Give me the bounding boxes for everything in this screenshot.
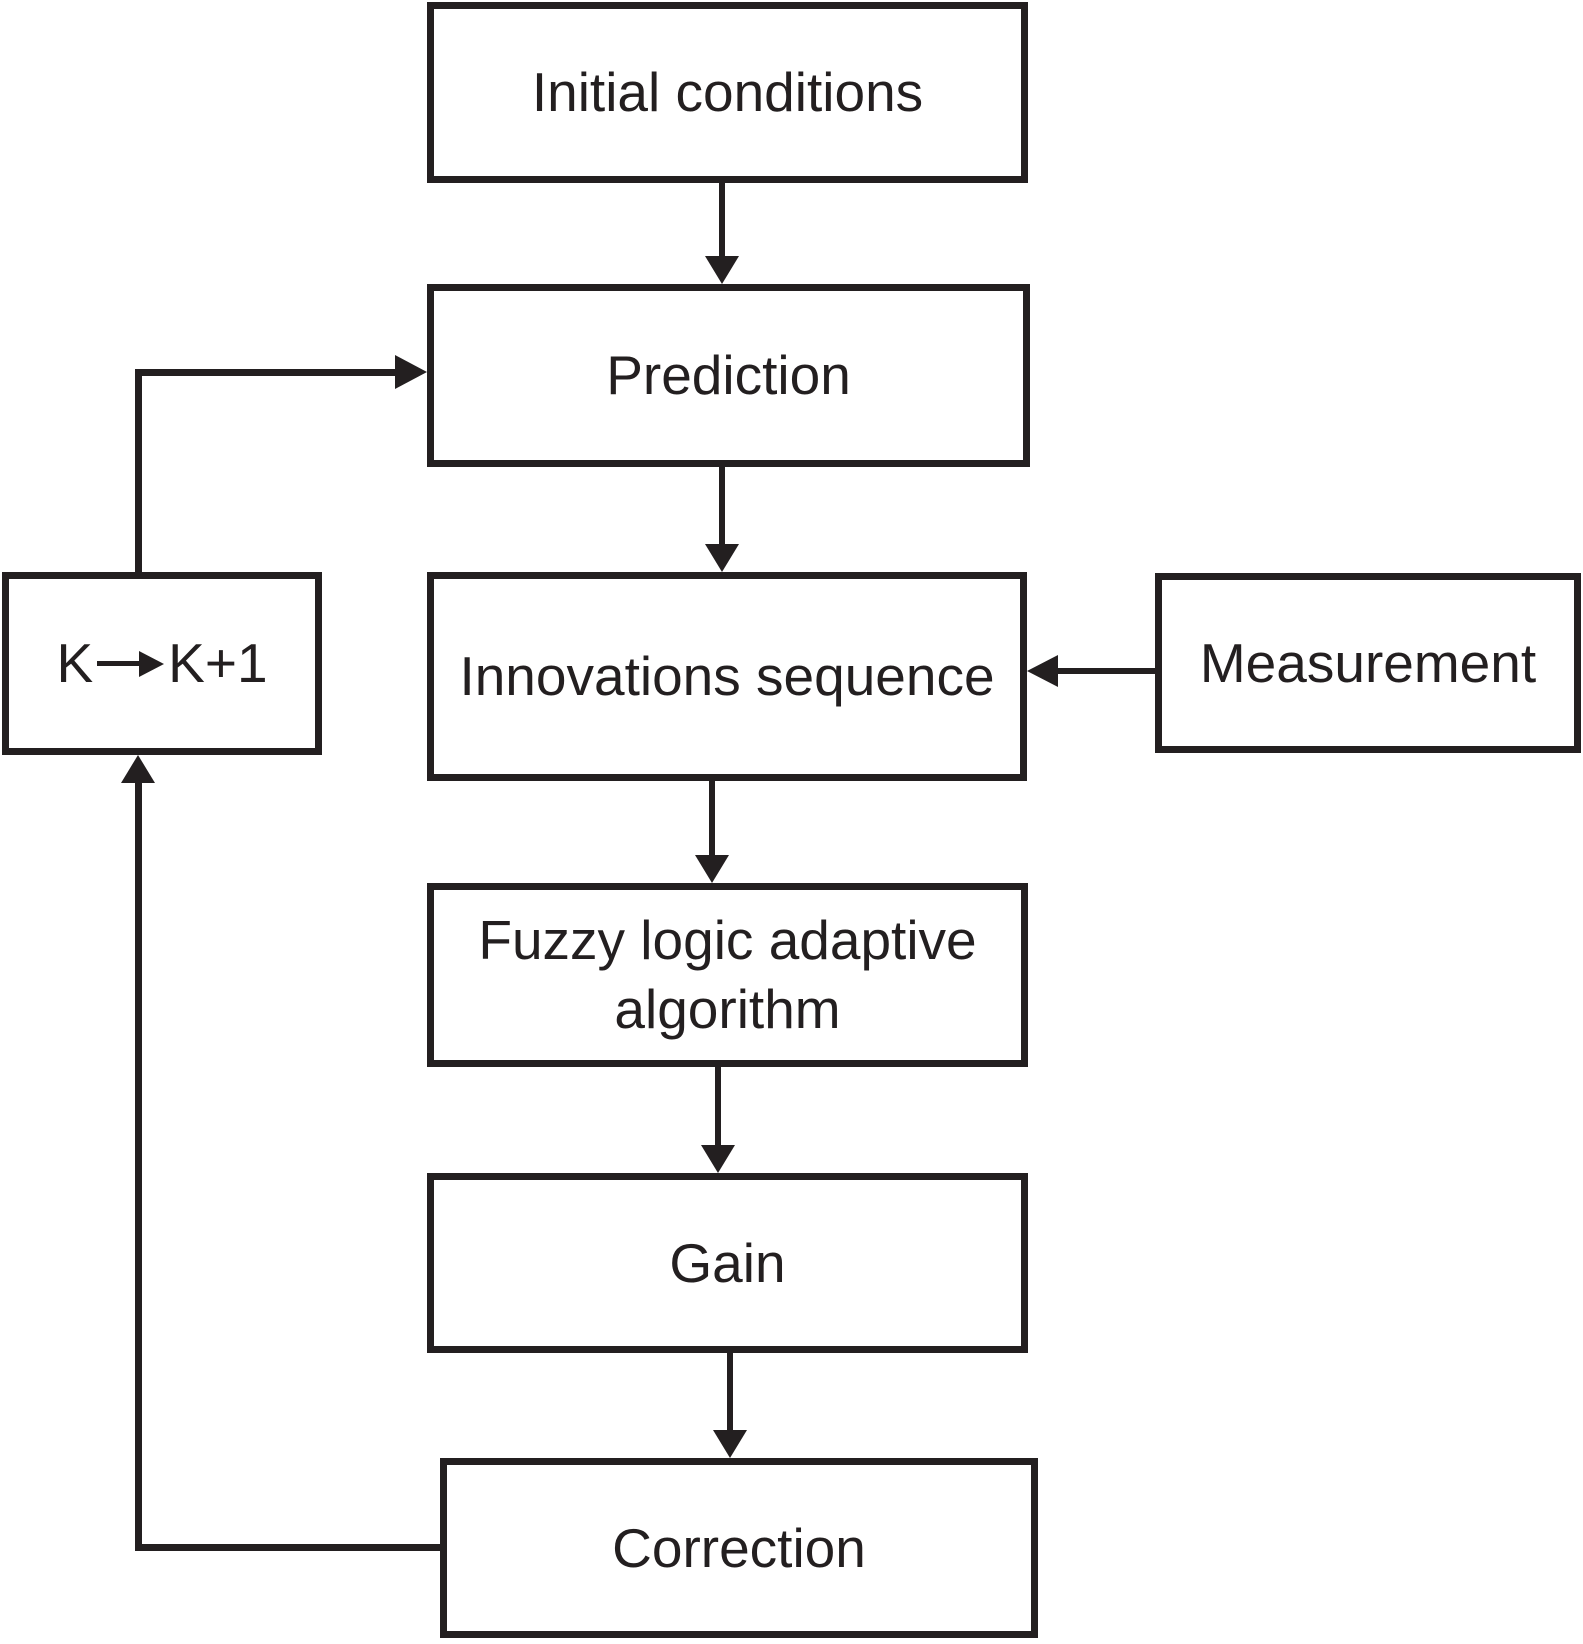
edge-measurement-to-innovations-arrowhead	[1027, 655, 1058, 687]
edge-k-to-prediction-horizontal-line	[135, 369, 395, 376]
edge-innovations-to-fuzzy-line	[709, 781, 715, 857]
edge-fuzzy-to-gain-arrowhead	[701, 1145, 735, 1173]
node-measurement-label: Measurement	[1199, 631, 1537, 694]
edge-correction-to-k-arrowhead	[121, 755, 155, 783]
node-fuzzy-logic-adaptive-algorithm: Fuzzy logic adaptive algorithm	[427, 883, 1028, 1067]
edge-fuzzy-to-gain-line	[715, 1067, 721, 1147]
node-innovations-sequence-label: Innovations sequence	[459, 645, 995, 708]
node-prediction: Prediction	[427, 284, 1030, 467]
node-initial-conditions-label: Initial conditions	[531, 61, 924, 124]
edge-measurement-to-innovations-line	[1056, 668, 1155, 674]
node-innovations-sequence: Innovations sequence	[427, 572, 1027, 781]
edge-k-to-prediction-vertical-line	[135, 369, 142, 572]
edge-correction-to-k-vertical-line	[135, 781, 142, 1551]
edge-gain-to-correction-line	[727, 1353, 733, 1432]
node-k-to-k-plus-1: K K+1	[2, 572, 322, 755]
node-correction: Correction	[440, 1458, 1038, 1638]
node-k-label: K	[56, 632, 94, 695]
node-gain: Gain	[427, 1173, 1028, 1353]
node-fuzzy-logic-adaptive-algorithm-label: Fuzzy logic adaptive algorithm	[478, 909, 977, 1040]
edge-gain-to-correction-arrowhead	[713, 1430, 747, 1458]
edge-prediction-to-innovations-line	[719, 467, 725, 546]
edge-innovations-to-fuzzy-arrowhead	[695, 855, 729, 883]
node-k-plus-1-label: K+1	[168, 632, 268, 695]
edge-correction-to-k-horizontal-line	[135, 1544, 443, 1551]
node-initial-conditions: Initial conditions	[427, 2, 1028, 183]
edge-prediction-to-innovations-arrowhead	[705, 544, 739, 572]
node-correction-label: Correction	[612, 1516, 866, 1579]
node-gain-label: Gain	[669, 1231, 786, 1294]
node-measurement: Measurement	[1155, 573, 1581, 753]
k-to-k1-arrow-icon	[97, 650, 165, 677]
edge-k-to-prediction-arrowhead	[395, 355, 427, 389]
edge-initial-to-prediction-line	[719, 183, 725, 258]
node-prediction-label: Prediction	[606, 344, 851, 407]
edge-initial-to-prediction-arrowhead	[705, 256, 739, 284]
